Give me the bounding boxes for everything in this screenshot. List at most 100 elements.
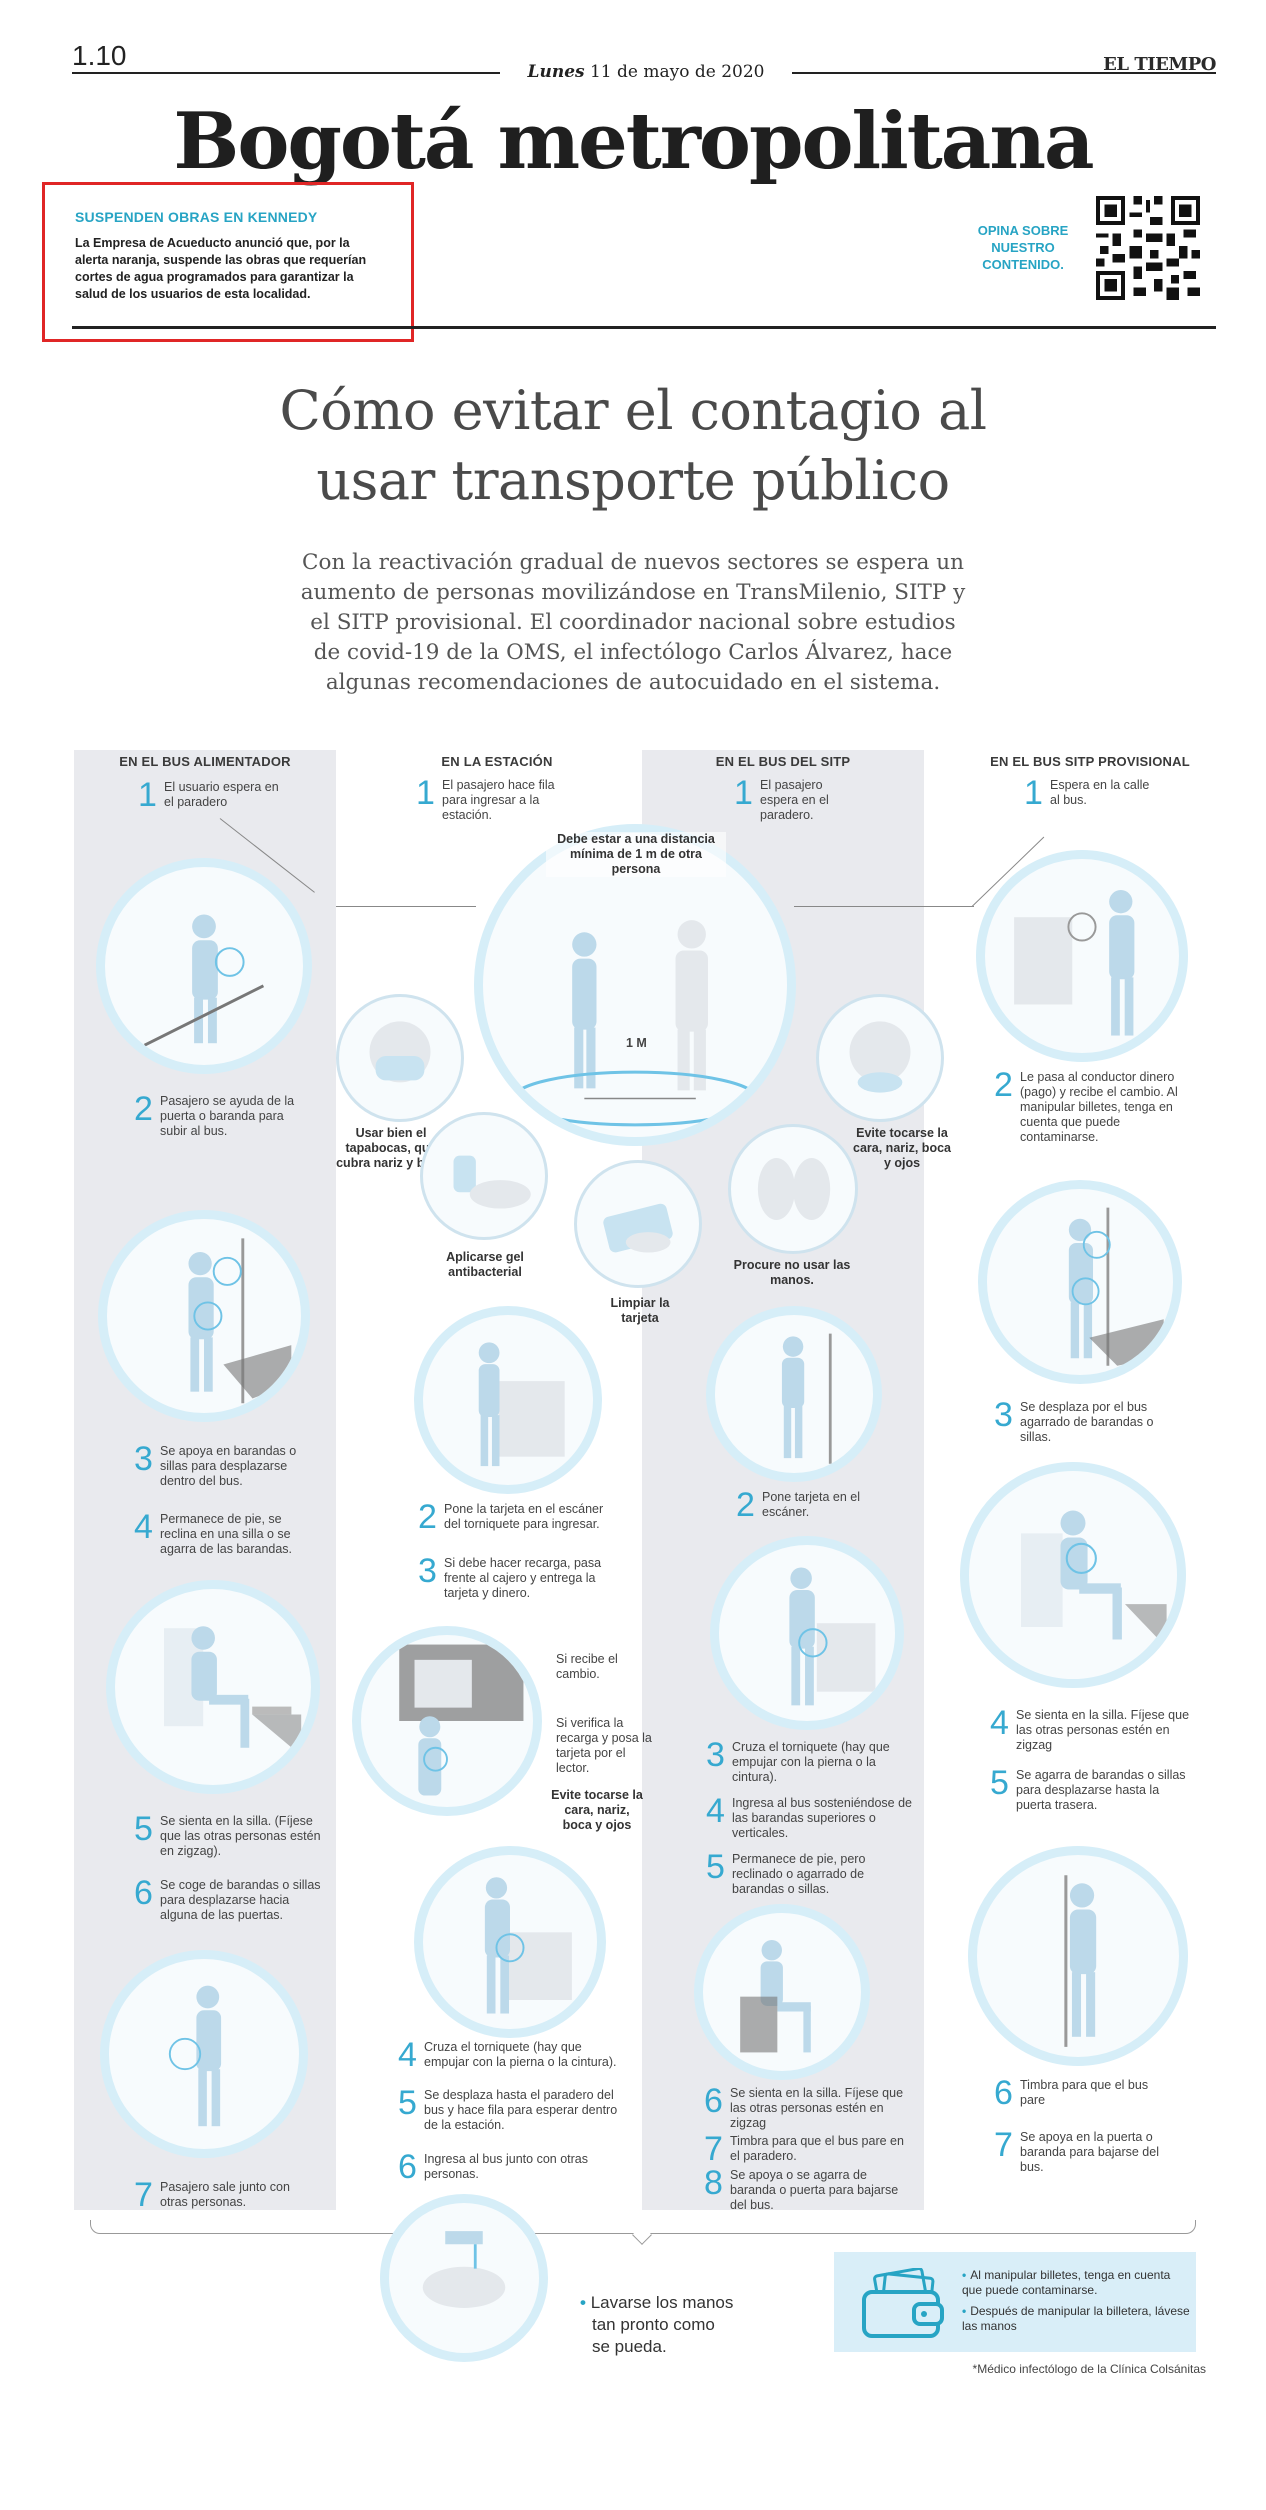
step-number: 4	[398, 2036, 417, 2074]
step-text: Pasajero se ayuda de la puerta o baranda…	[160, 1094, 295, 1138]
illustration-bubble-face	[816, 994, 944, 1122]
step-number: 2	[134, 1090, 153, 1128]
hands-caption: Procure no usar las manos.	[733, 1258, 851, 1287]
wallet-tip-box: •Al manipular billetes, tenga en cuenta …	[834, 2252, 1196, 2352]
column-heading-sitp: EN EL BUS DEL SITP	[715, 754, 851, 769]
face-caption: Evite tocarse la cara, nariz, boca y ojo…	[853, 1126, 951, 1170]
illustration-bubble-provisional-exit	[968, 1846, 1188, 2066]
illustration-bubble-sitp-turnstile	[710, 1536, 904, 1730]
step-text: El pasajero hace fila para ingresar a la…	[442, 778, 555, 822]
distance-caption: Debe estar a una distancia mínima de 1 m…	[546, 832, 726, 877]
bullet-dot: •	[580, 2293, 586, 2312]
step-text: Se desplaza hasta el paradero del bus y …	[424, 2088, 618, 2132]
headline-line-2: usar transporte público	[316, 449, 950, 512]
illustration-bubble-hands	[728, 1124, 858, 1254]
step-number: 1	[416, 774, 435, 812]
wallet-note-2: •Después de manipular la billetera, láve…	[962, 2304, 1192, 2334]
connector-line	[794, 906, 974, 907]
step-number: 2	[994, 1066, 1013, 1104]
illustration-bubble-provisional-walk	[978, 1180, 1182, 1384]
step-number: 5	[134, 1810, 153, 1848]
step-number: 3	[418, 1552, 437, 1590]
step-number: 3	[134, 1440, 153, 1478]
step-number: 2	[418, 1498, 437, 1536]
handwash-line-1: Lavarse los manos	[590, 2293, 734, 2312]
illustration-bubble-exit	[100, 1950, 308, 2158]
news-brief-headline: SUSPENDEN OBRAS EN KENNEDY	[75, 209, 318, 225]
handwash-line-2: tan pronto como	[592, 2315, 715, 2334]
step-number: 8	[704, 2164, 723, 2202]
column-heading-estacion: EN LA ESTACIÓN	[441, 754, 553, 769]
opina-line-1: OPINA SOBRE	[977, 223, 1069, 238]
source-footnote: *Médico infectólogo de la Clínica Colsán…	[972, 2362, 1206, 2376]
page-number: 1.10	[72, 40, 127, 71]
news-brief-box[interactable]: SUSPENDEN OBRAS EN KENNEDY La Empresa de…	[42, 182, 414, 342]
step-text: Se apoya en la puerta o baranda para baj…	[1020, 2130, 1159, 2174]
step-number: 3	[706, 1736, 725, 1774]
opina-label: OPINA SOBRE NUESTRO CONTENIDO.	[968, 222, 1078, 273]
handwash-caption: • Lavarse los manos tan pronto como se p…	[580, 2292, 733, 2358]
step-text: Se sienta en la silla. Fíjese que las ot…	[1016, 1708, 1190, 1752]
step-number: 6	[398, 2148, 417, 2186]
step-number: 7	[134, 2176, 153, 2214]
step-text: Ingresa al bus junto con otras personas.	[424, 2152, 588, 2181]
headline-line-1: Cómo evitar el contagio al	[279, 379, 987, 442]
bullet-dot: •	[962, 2304, 967, 2318]
step-number: 6	[134, 1874, 153, 1912]
opina-line-3: CONTENIDO.	[982, 257, 1064, 272]
newspaper-brand[interactable]: EL TIEMPO	[1103, 54, 1216, 75]
wallet-notes: •Al manipular billetes, tenga en cuenta …	[962, 2268, 1192, 2340]
step-text: El usuario espera en el paradero	[164, 780, 279, 809]
illustration-bubble-mask	[336, 994, 464, 1122]
illustration-bubble-boarding	[98, 1210, 310, 1422]
illustration-bubble-card	[574, 1160, 702, 1288]
article-lead: Con la reactivación gradual de nuevos se…	[300, 550, 966, 695]
date-rest: 11 de mayo de 2020	[584, 62, 765, 82]
step-text: Cruza el torniquete (hay que empujar con…	[424, 2040, 617, 2069]
illustration-bubble-handwash	[380, 2194, 548, 2362]
wallet-note-1: •Al manipular billetes, tenga en cuenta …	[962, 2268, 1192, 2298]
article-headline: Cómo evitar el contagio al usar transpor…	[0, 376, 1266, 516]
step-text: Se agarra de barandas o sillas para desp…	[1016, 1768, 1186, 1812]
change-note: Si recibe el cambio.	[556, 1652, 618, 1681]
section-title: Bogotá metropolitana	[173, 96, 1094, 187]
step-text: Ingresa al bus sosteniéndose de las bara…	[732, 1796, 912, 1840]
step-number: 5	[398, 2084, 417, 2122]
step-number: 1	[138, 776, 157, 814]
step-text: Si debe hacer recarga, pasa frente al ca…	[444, 1556, 602, 1600]
handwash-line-3: se pueda.	[592, 2337, 667, 2356]
news-brief-body: La Empresa de Acueducto anunció que, por…	[75, 236, 367, 301]
step-text: Pone la tarjeta en el escáner del torniq…	[444, 1502, 604, 1531]
step-number: 6	[994, 2074, 1013, 2112]
step-number: 1	[734, 774, 753, 812]
card-caption: Limpiar la tarjeta	[610, 1296, 670, 1325]
step-text: Pone tarjeta en el escáner.	[762, 1490, 860, 1519]
connector-line	[336, 906, 476, 907]
step-text: Espera en la calle al bus.	[1050, 778, 1150, 807]
illustration-bubble-sitp-seated	[694, 1904, 870, 2080]
step-text: Permanece de pie, pero reclinado o agarr…	[732, 1852, 866, 1896]
step-text: Pasajero sale junto con otras personas.	[160, 2180, 290, 2209]
qr-code-icon[interactable]	[1096, 196, 1200, 300]
date-day: Lunes	[527, 62, 585, 82]
step-text: Se apoya en barandas o sillas para despl…	[160, 1444, 297, 1488]
step-number: 3	[994, 1396, 1013, 1434]
